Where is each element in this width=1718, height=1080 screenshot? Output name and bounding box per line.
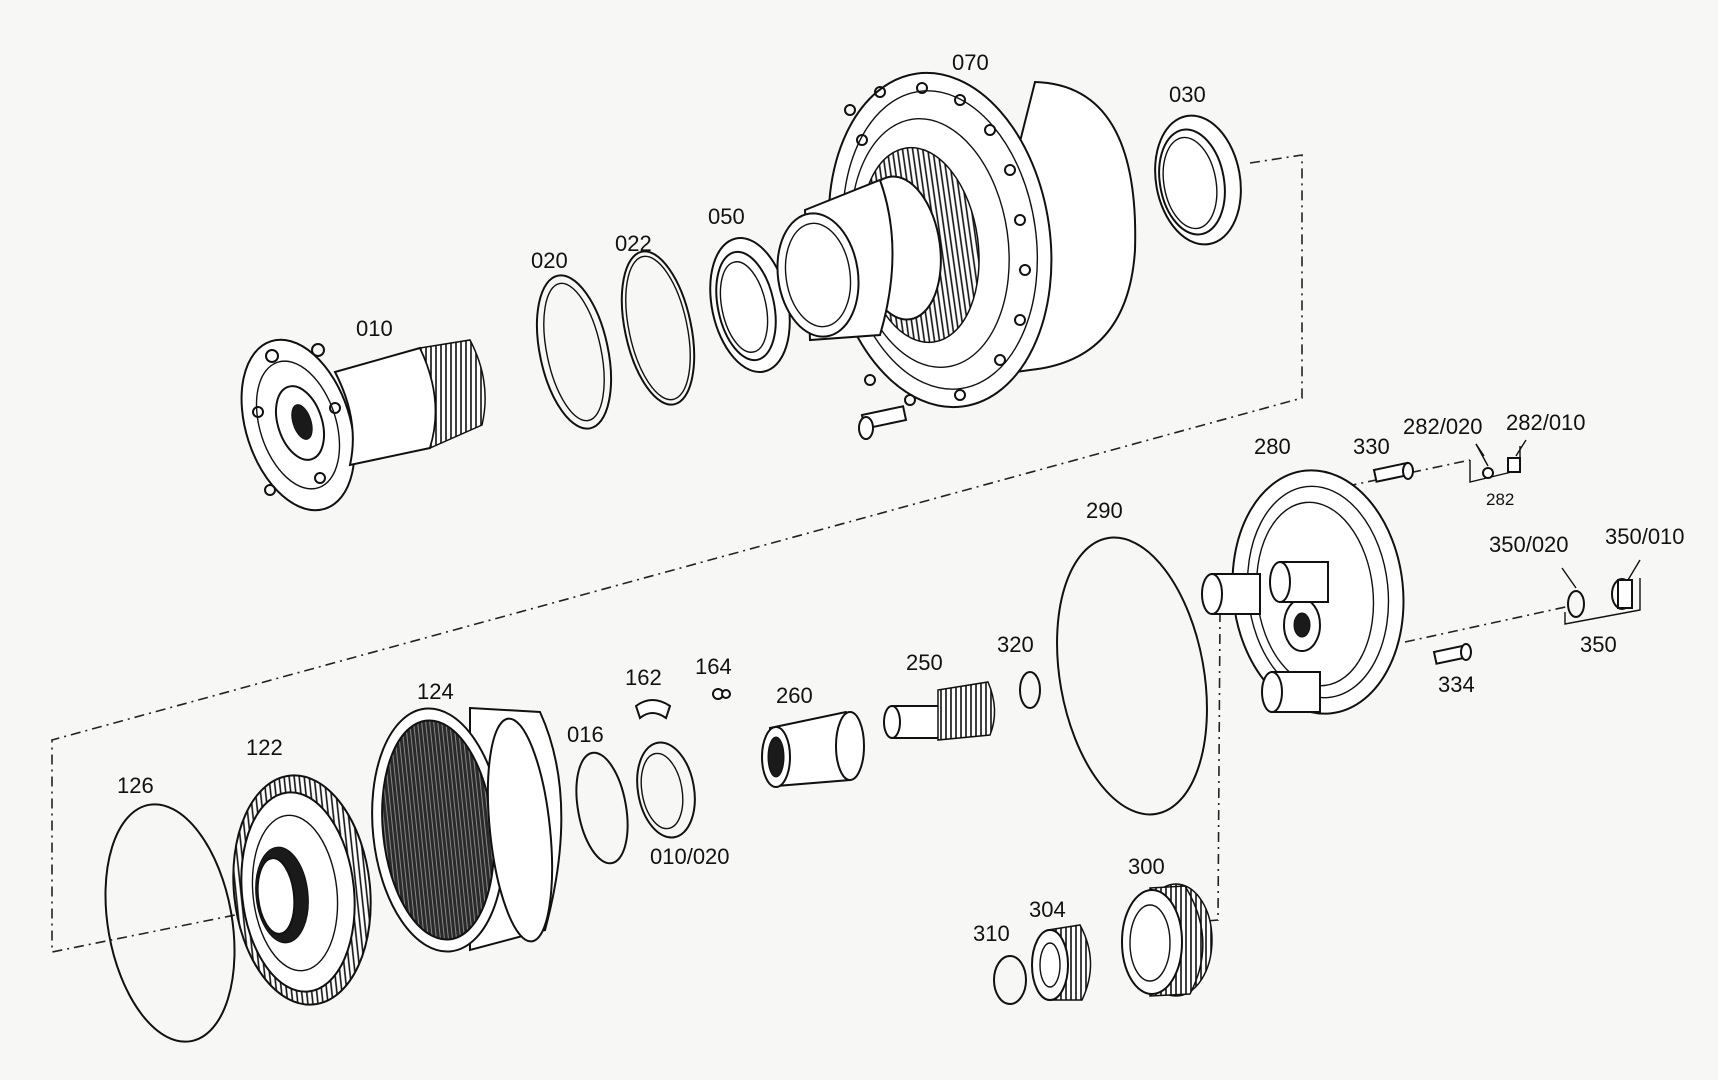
part-310-circlip xyxy=(993,955,1027,1005)
part-126-o-ring xyxy=(104,803,236,1043)
label-320: 320 xyxy=(997,632,1034,657)
label-124: 124 xyxy=(417,679,454,704)
part-300-planet-gear xyxy=(1121,883,1213,997)
label-330: 330 xyxy=(1353,434,1390,459)
part-304-needle-bearing xyxy=(1031,924,1092,1001)
part-010-flange-shaft xyxy=(240,338,486,512)
label-260: 260 xyxy=(776,683,813,708)
label-126: 126 xyxy=(117,773,154,798)
part-labels: 010 020 022 050 070 030 280 330 282/020 … xyxy=(117,50,1685,946)
label-250: 250 xyxy=(906,650,943,675)
part-260-sleeve xyxy=(761,710,865,788)
part-320-circlip xyxy=(1019,671,1041,709)
part-334-bolt xyxy=(1432,643,1472,665)
label-070: 070 xyxy=(952,50,989,75)
part-162-clip xyxy=(634,699,672,720)
part-350-cap-set xyxy=(1561,559,1641,625)
label-164: 164 xyxy=(695,654,732,679)
label-280: 280 xyxy=(1254,434,1291,459)
part-122-carrier-plate xyxy=(232,774,372,1006)
part-164-screw xyxy=(712,688,731,700)
part-280-planet-carrier xyxy=(1201,469,1405,715)
part-070-bolt xyxy=(858,405,908,440)
part-250-sun-gear xyxy=(883,681,996,741)
part-030-bearing xyxy=(1154,114,1242,246)
part-330-bolt xyxy=(1372,461,1414,483)
part-070-hub-housing xyxy=(776,71,1137,409)
label-282-020: 282/020 xyxy=(1403,414,1483,439)
label-162: 162 xyxy=(625,665,662,690)
label-282: 282 xyxy=(1486,490,1514,509)
label-290: 290 xyxy=(1086,498,1123,523)
label-122: 122 xyxy=(246,735,283,760)
label-300: 300 xyxy=(1128,854,1165,879)
part-022-ring xyxy=(620,250,696,406)
label-020: 020 xyxy=(531,248,568,273)
part-016-ring xyxy=(575,751,629,865)
label-334: 334 xyxy=(1438,672,1475,697)
label-leader-lines xyxy=(1475,443,1489,467)
label-310: 310 xyxy=(973,921,1010,946)
part-020-seal-ring xyxy=(535,274,613,430)
part-290-o-ring xyxy=(1056,536,1208,816)
part-124-ring-gear xyxy=(371,706,563,953)
label-350-010: 350/010 xyxy=(1605,524,1685,549)
label-016: 016 xyxy=(567,722,604,747)
label-030: 030 xyxy=(1169,82,1206,107)
label-350: 350 xyxy=(1580,632,1617,657)
label-350-020: 350/020 xyxy=(1489,532,1569,557)
part-010-020-thrust-ring xyxy=(636,741,696,839)
label-282-010: 282/010 xyxy=(1506,410,1586,435)
label-050: 050 xyxy=(708,204,745,229)
label-010-020: 010/020 xyxy=(650,844,730,869)
label-010: 010 xyxy=(356,316,393,341)
label-022: 022 xyxy=(615,231,652,256)
label-304: 304 xyxy=(1029,897,1066,922)
part-282-fastener-set xyxy=(1469,439,1527,483)
